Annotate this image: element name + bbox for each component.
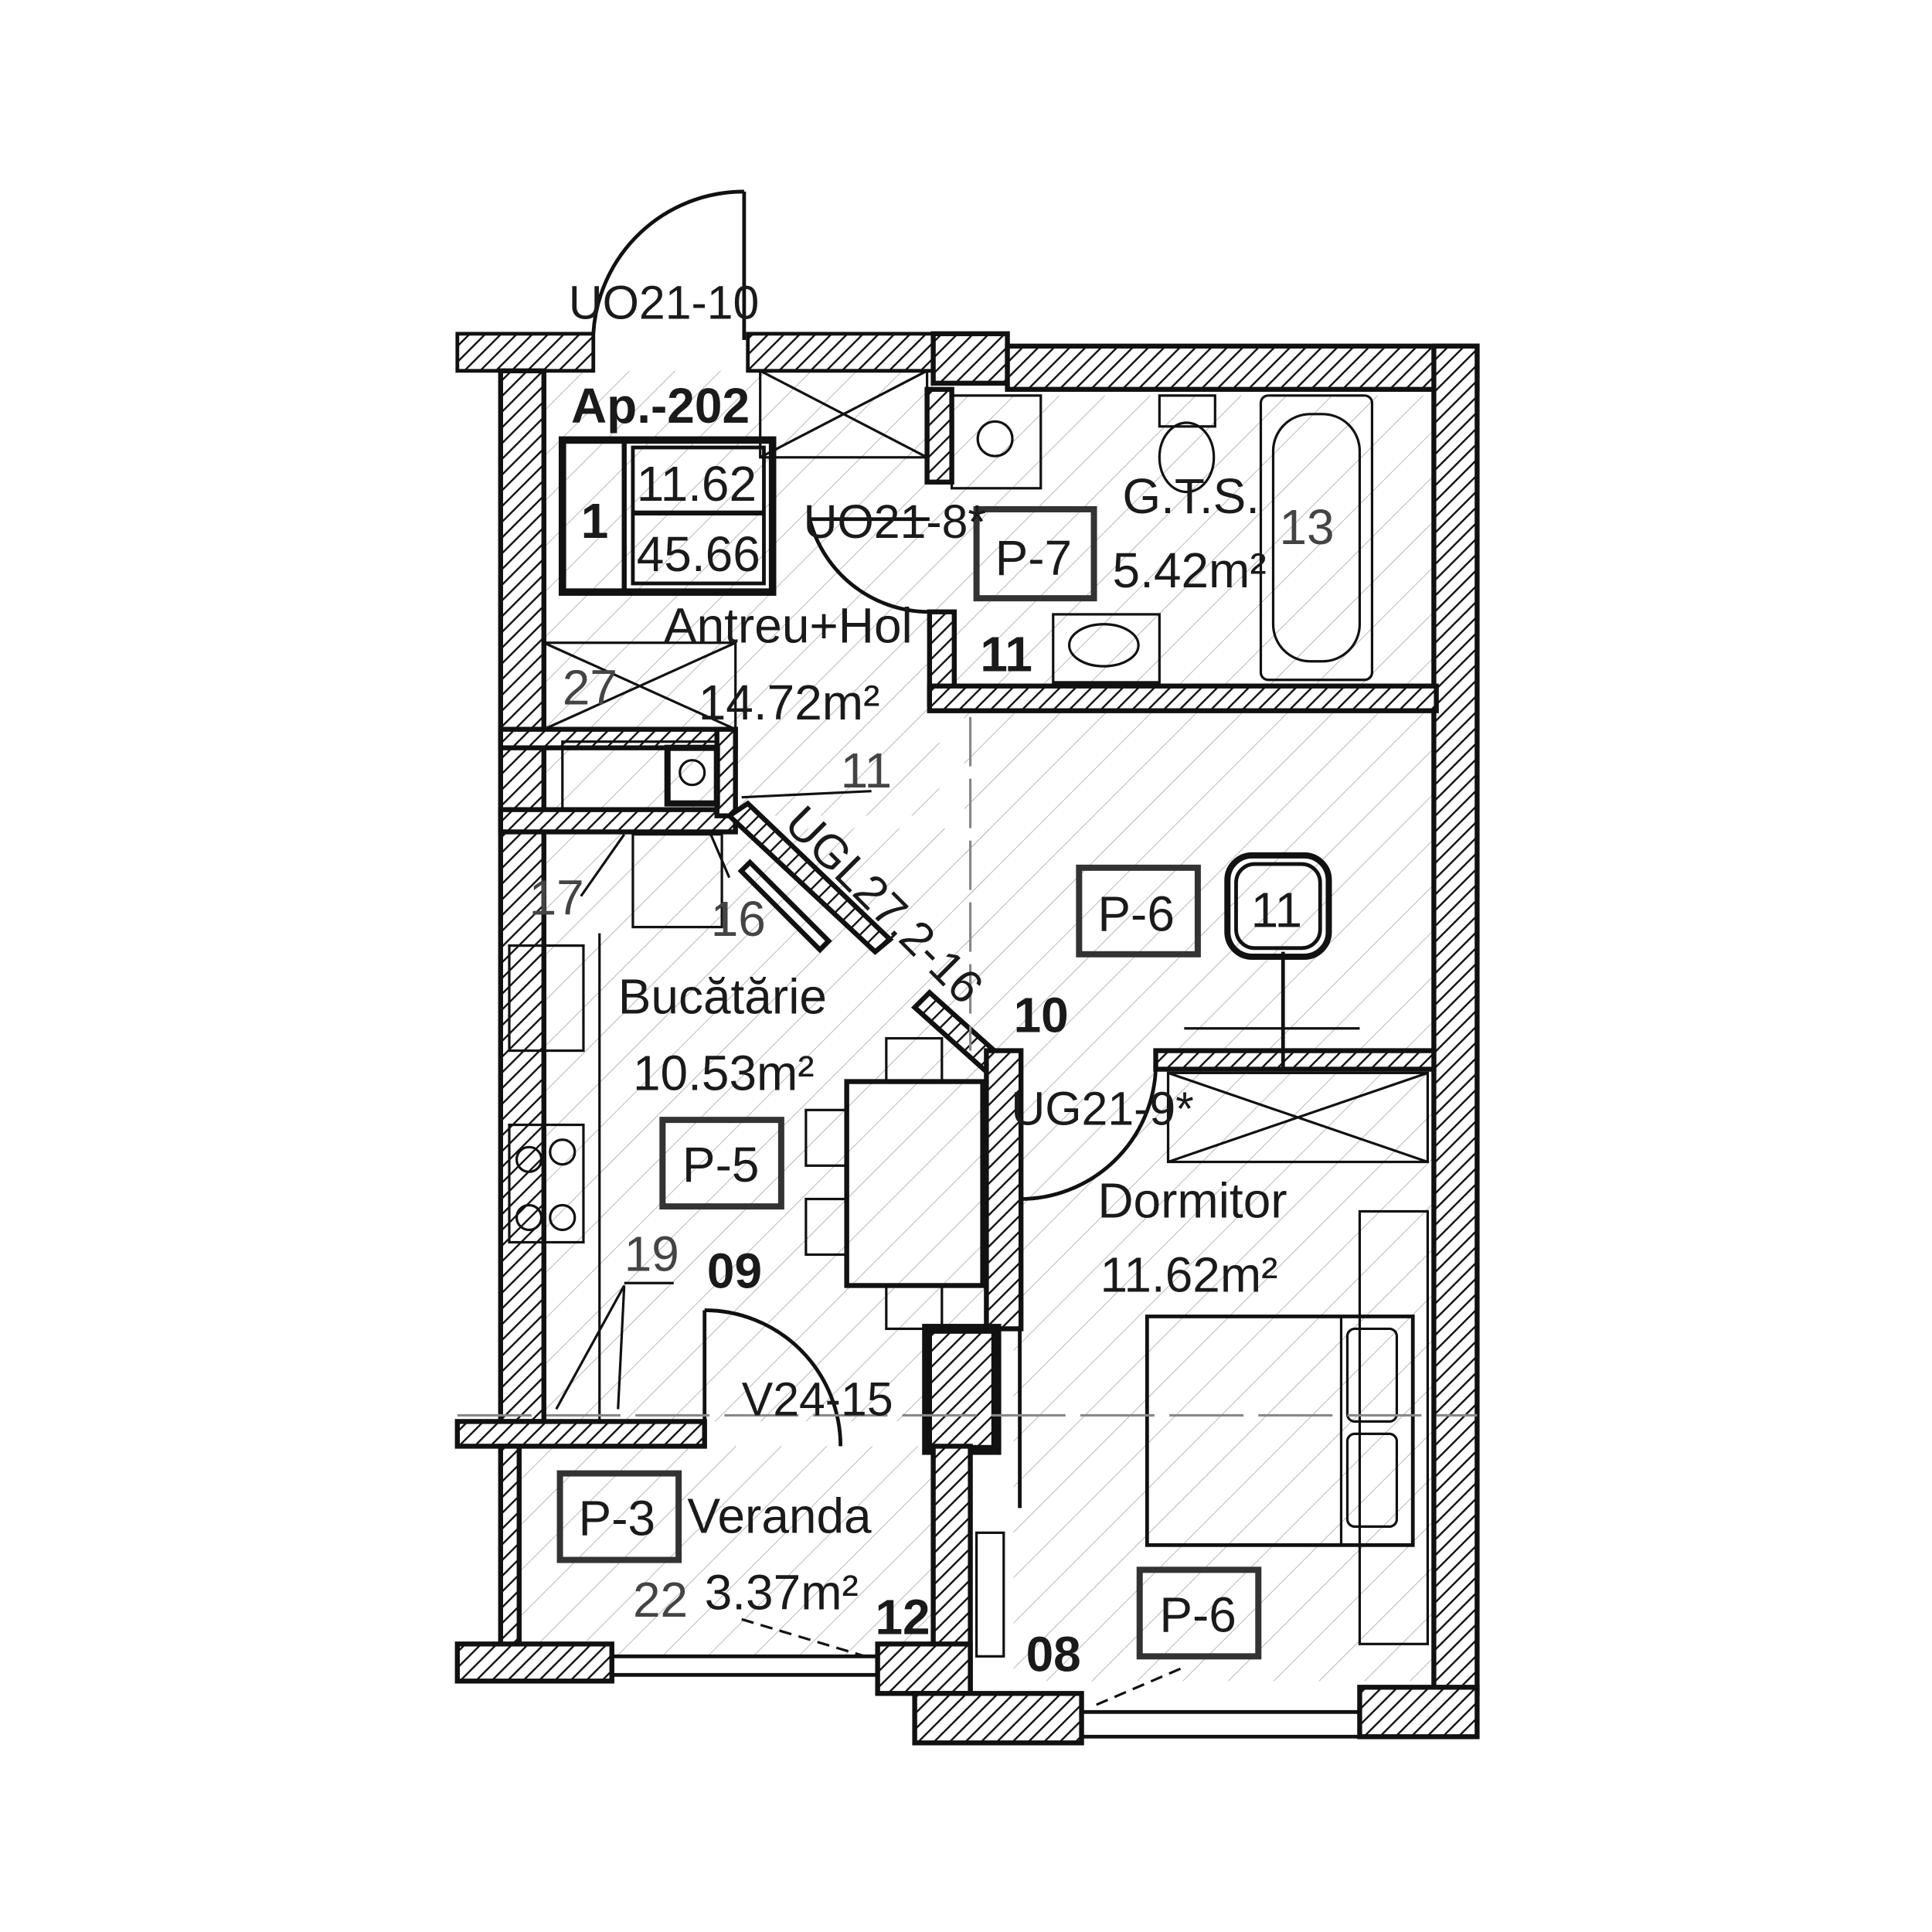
marker-11-hall: 11	[841, 743, 892, 798]
marker-19: 19	[624, 1226, 679, 1281]
room-name-antreu: Antreu+Hol	[664, 598, 913, 654]
room-area-dormitor: 11.62m²	[1100, 1247, 1278, 1302]
marker-22: 22	[633, 1572, 688, 1628]
total-area: 45.66	[637, 526, 760, 582]
room-area-gts: 5.42m²	[1113, 543, 1267, 598]
door-ug21-9: UG21-9*	[1011, 1083, 1193, 1135]
finish-dormitor: P-6	[1159, 1587, 1236, 1642]
apartment-name: Ap.-202	[571, 378, 750, 434]
room-area-veranda: 3.37m²	[705, 1565, 859, 1621]
fixtures	[457, 369, 1478, 1707]
door-v24-15: V24-15	[742, 1372, 893, 1425]
marker-09: 09	[707, 1243, 762, 1299]
room-labels: Antreu+Hol 14.72m² G.T.S. 5.42m² Bucătăr…	[618, 468, 1287, 1621]
marker-27: 27	[563, 660, 617, 716]
marker-10: 10	[1014, 988, 1069, 1043]
finish-gts: P-7	[995, 530, 1073, 586]
marker-12: 12	[875, 1590, 930, 1645]
room-area-antreu: 14.72m²	[699, 675, 880, 730]
marker-17: 17	[529, 870, 584, 926]
finish-tags	[556, 505, 1332, 1660]
room-name-gts: G.T.S.	[1122, 468, 1260, 524]
finish-veranda: P-3	[579, 1491, 656, 1546]
living-area: 11.62	[637, 456, 757, 512]
room-name-bucatarie: Bucătărie	[618, 969, 827, 1025]
marker-08: 08	[1026, 1627, 1081, 1682]
rooms-count: 1	[581, 493, 609, 549]
door-uo21-10: UO21-10	[569, 277, 760, 329]
apartment-tag: Ap.-202 1 11.62 45.66	[558, 378, 777, 596]
door-uo21-8: UO21-8*	[804, 495, 986, 548]
floor-hatch	[500, 370, 1434, 1682]
marker-13: 13	[1279, 499, 1334, 555]
room-name-veranda: Veranda	[687, 1488, 872, 1543]
finish-hall: P-6	[1097, 886, 1175, 941]
room-name-dormitor: Dormitor	[1097, 1172, 1287, 1228]
room-area-bucatarie: 10.53m²	[633, 1046, 815, 1101]
finish-bucatarie: P-5	[682, 1137, 760, 1192]
windows	[611, 1654, 1360, 1739]
marker-16: 16	[711, 891, 766, 947]
circle-tag: 11	[1251, 883, 1302, 938]
marker-11-bath: 11	[980, 627, 1032, 682]
walls	[454, 331, 1480, 1746]
door-swings	[591, 189, 1158, 1447]
